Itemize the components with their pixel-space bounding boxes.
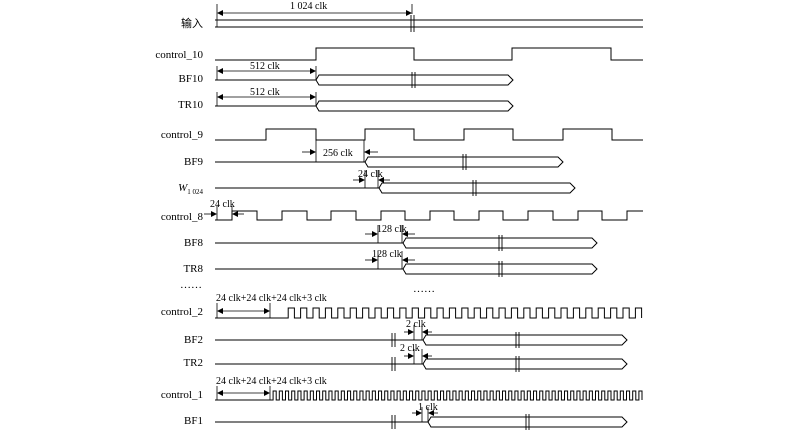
span-arrow-control-8 [204,206,244,220]
label-control-10: control_10 [155,49,203,61]
waveform-tr2 [215,356,628,372]
span-arrow-tr8 [365,251,415,269]
label-tr2: TR2 [183,357,203,369]
span-arrow-bf1 [412,407,438,422]
waveform-control-8 [215,210,643,221]
span-arrow-w1024 [353,170,390,188]
span-arrow-bf2 [404,325,432,340]
annotation-tr10-span: 512 clk [250,87,280,98]
span-arrow-bf10 [216,66,317,80]
waveform-bf1 [215,414,628,430]
annotation-bf1-span: 1 clk [418,402,438,413]
waveform-tr8 [215,261,598,277]
label-control-9: control_9 [161,129,204,141]
label-bf2: BF2 [184,334,203,346]
label-tr8: TR8 [183,263,203,275]
waveform-bf10 [215,72,514,88]
annotation-w1024-span: 24 clk [358,169,383,180]
label-tr10: TR10 [178,99,204,111]
annotation-control8-span: 24 clk [210,199,235,210]
label-w1024-main: W [178,182,188,194]
span-arrow-control-2 [216,303,271,318]
annotation-bf2-span: 2 clk [406,319,426,330]
annotation-ellipsis-mid: …… [413,283,435,295]
waveform-control-10 [215,47,643,61]
waveform-bf8 [215,235,598,251]
waveform-input [215,15,643,32]
waveform-bf2 [215,332,628,348]
label-w1024: W1 024 [178,182,203,196]
label-bf1: BF1 [184,415,203,427]
span-arrow-tr10 [216,92,317,106]
annotation-control1-span: 24 clk+24 clk+24 clk+3 clk [216,376,327,387]
label-bf9: BF9 [184,156,203,168]
span-arrow-bf9 [302,140,378,162]
waveform-control-2 [215,307,643,319]
span-arrow-control-1 [216,386,271,400]
label-control-2: control_2 [161,306,203,318]
span-arrow-bf8 [365,225,415,243]
annotation-tr8-span: 128 clk [372,249,402,260]
label-input: 输入 [181,16,203,30]
label-bf8: BF8 [184,237,203,249]
waveform-bf9 [215,154,564,170]
annotation-bf8-span: 128 clk [377,224,407,235]
annotation-bf9-span: 256 clk [323,148,353,159]
span-arrow-input [216,4,413,27]
span-arrow-tr2 [404,349,432,364]
waveform-control-9 [215,128,643,141]
annotation-input-span: 1 024 clk [290,1,327,12]
waveform-control-1 [215,390,643,401]
label-ellipsis-left: …… [180,279,202,291]
waveform-w1024 [215,180,576,196]
label-control-8: control_8 [161,211,204,223]
annotation-bf10-span: 512 clk [250,61,280,72]
waveform-tr10 [215,100,514,112]
label-bf10: BF10 [179,73,204,85]
annotation-tr2-span: 2 clk [400,343,420,354]
annotation-control2-span: 24 clk+24 clk+24 clk+3 clk [216,293,327,304]
label-w1024-subscript: 1 024 [187,188,203,196]
label-control-1: control_1 [161,389,203,401]
